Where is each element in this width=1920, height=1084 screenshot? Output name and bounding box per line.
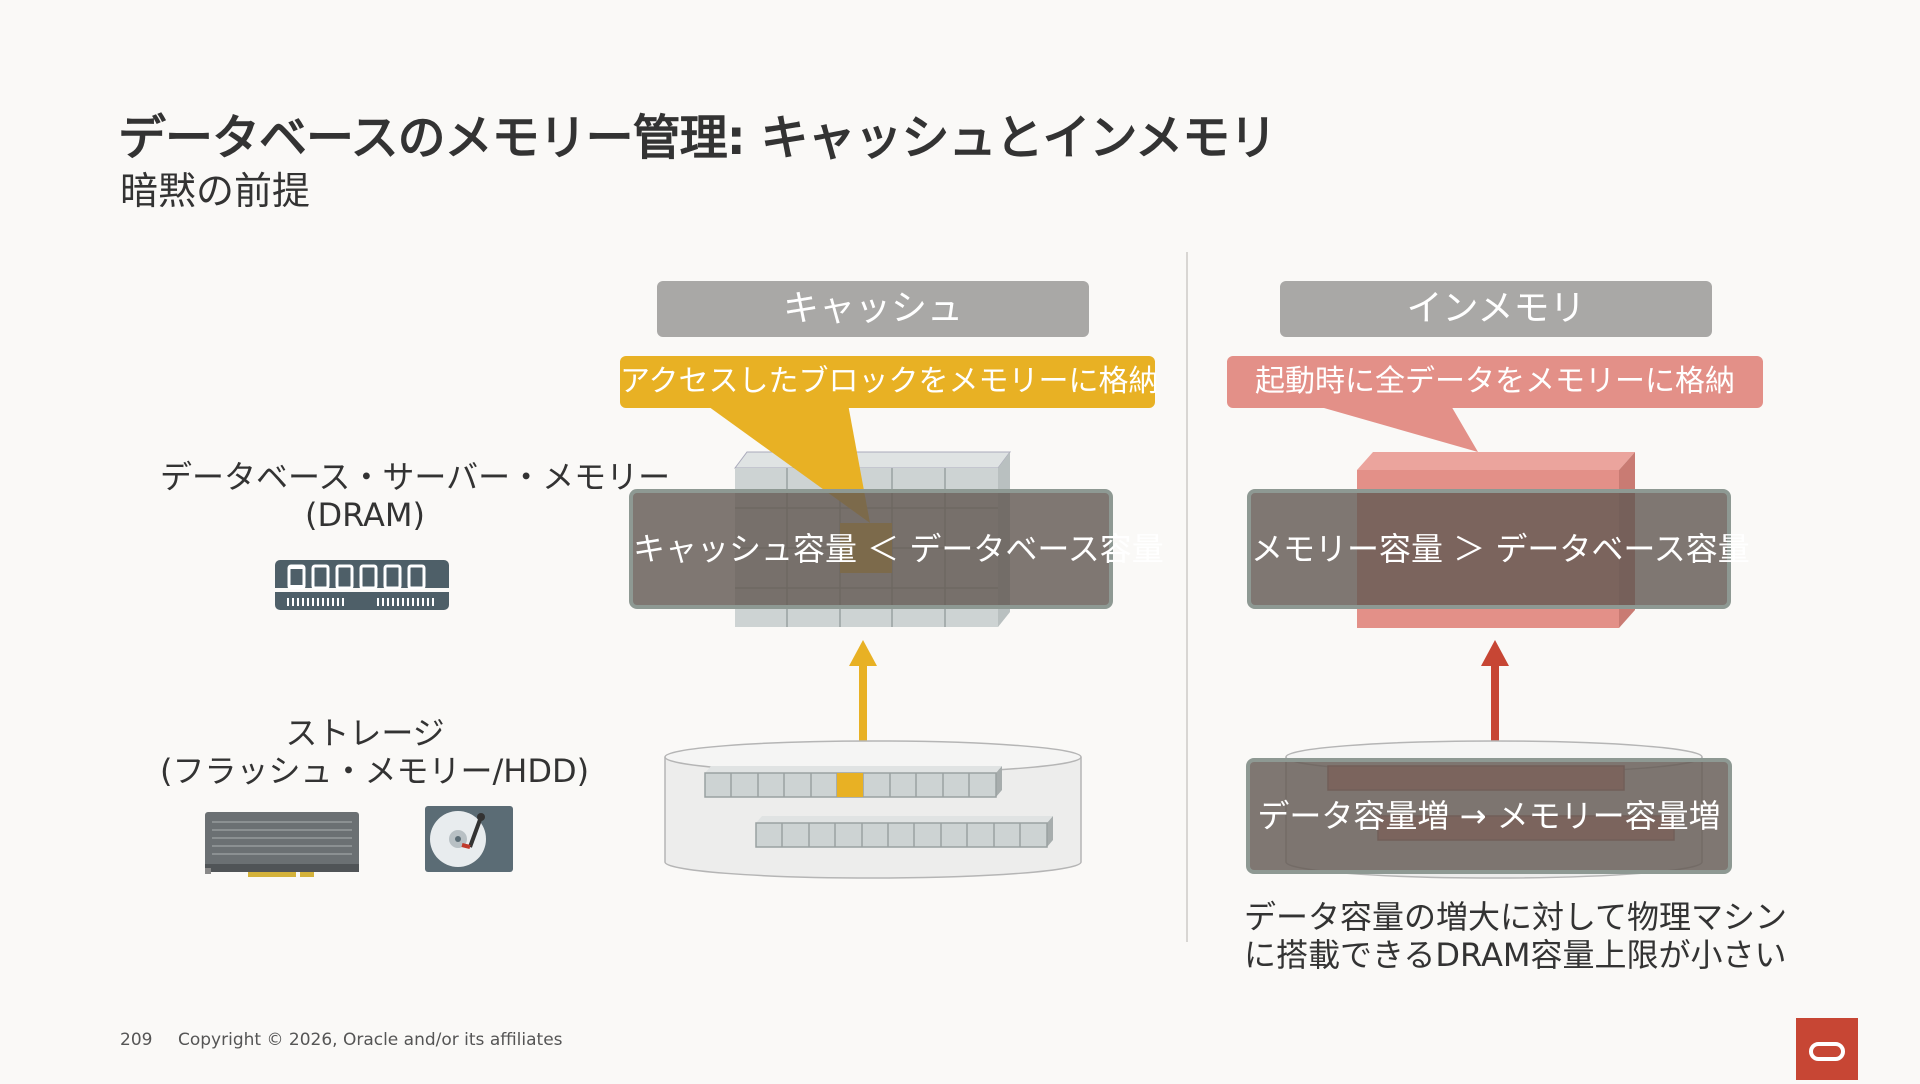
inmemory-header: インメモリ bbox=[1280, 281, 1712, 337]
inmemory-callout-pointer bbox=[1310, 404, 1478, 452]
section-divider bbox=[1186, 252, 1188, 942]
inmemory-storage-overlay: データ容量増 → メモリー容量増 bbox=[1246, 758, 1732, 874]
storage-label-line1: ストレージ bbox=[285, 714, 445, 752]
inmemory-callout: 起動時に全データをメモリーに格納 bbox=[1227, 356, 1763, 408]
copyright-notice: Copyright © 2026, Oracle and/or its affi… bbox=[178, 1030, 563, 1050]
page-number: 209 bbox=[120, 1030, 153, 1050]
inmemory-capacity-overlay: メモリー容量 ＞ データベース容量 bbox=[1247, 489, 1750, 609]
inmemory-note: データ容量の増大に対して物理マシン に搭載できるDRAM容量上限が小さい bbox=[1244, 898, 1787, 974]
dram-label-line2: (DRAM) bbox=[304, 496, 426, 534]
inmemory-note-line2: に搭載できるDRAM容量上限が小さい bbox=[1244, 936, 1787, 974]
page-subtitle: 暗黙の前提 bbox=[120, 169, 311, 213]
inmemory-note-line1: データ容量の増大に対して物理マシン bbox=[1244, 898, 1788, 936]
storage-label: ストレージ (フラッシュ・メモリー/HDD) bbox=[160, 714, 590, 790]
oracle-logo-icon bbox=[1796, 1018, 1858, 1080]
cache-header: キャッシュ bbox=[657, 281, 1089, 337]
cache-callout: アクセスしたブロックをメモリーに格納 bbox=[620, 356, 1159, 408]
dram-module-icon bbox=[275, 560, 449, 610]
flash-card-icon bbox=[205, 812, 359, 877]
page-title: データベースのメモリー管理: キャッシュとインメモリ bbox=[118, 110, 1277, 166]
storage-label-line2: (フラッシュ・メモリー/HDD) bbox=[160, 752, 590, 790]
oracle-logo-ring bbox=[1809, 1042, 1845, 1061]
cache-load-arrow bbox=[849, 640, 877, 764]
cache-capacity-overlay: キャッシュ容量 ＜ データベース容量 bbox=[629, 489, 1164, 609]
hard-disk-icon bbox=[425, 806, 513, 872]
cache-storage-blocks bbox=[704, 766, 1053, 848]
inmemory-load-arrow bbox=[1481, 640, 1509, 758]
cache-storage-cylinder bbox=[664, 740, 1082, 879]
